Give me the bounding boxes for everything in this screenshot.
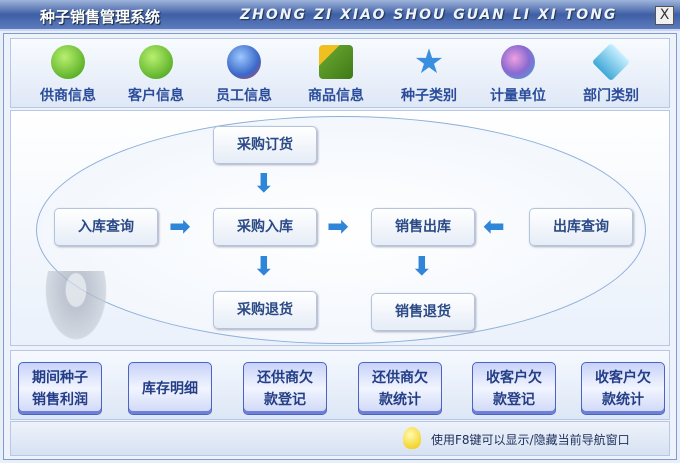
app-title: 种子销售管理系统 xyxy=(40,8,161,26)
sales-out-button[interactable]: 销售出库 xyxy=(371,208,475,246)
unit-icon xyxy=(501,45,535,79)
customer-receipt-register-button[interactable]: 收客户欠款登记 xyxy=(472,362,556,415)
lightbulb-icon xyxy=(403,427,421,449)
status-hint: 使用F8键可以显示/隐藏当前导航窗口 xyxy=(431,433,630,447)
customer-icon xyxy=(139,45,173,79)
arrow-down-icon: ⬇ xyxy=(253,169,275,199)
supplier-icon xyxy=(51,45,85,79)
department-icon xyxy=(591,42,631,82)
arrow-right-icon: ➡ xyxy=(327,212,349,242)
star-icon: ★ xyxy=(413,42,445,82)
title-bar: 种子销售管理系统 ZHONG ZI XIAO SHOU GUAN LI XI T… xyxy=(0,0,680,31)
period-seed-profit-button[interactable]: 期间种子销售利润 xyxy=(18,362,102,415)
employee-icon xyxy=(227,45,261,79)
customer-receipt-stats-button[interactable]: 收客户欠款统计 xyxy=(581,362,665,415)
report-buttons-panel: 期间种子销售利润 库存明细 还供商欠款登记 还供商欠款统计 收客户欠款登记 收客… xyxy=(10,350,670,420)
toolbar-seed-category[interactable]: ★种子类别 xyxy=(401,42,457,104)
product-icon xyxy=(319,45,353,79)
person-illustration xyxy=(41,271,111,345)
status-bar: 使用F8键可以显示/隐藏当前导航窗口 xyxy=(10,421,670,456)
close-button[interactable]: X xyxy=(655,6,674,25)
toolbar-unit[interactable]: 计量单位 xyxy=(478,45,558,105)
arrow-down-icon: ⬇ xyxy=(411,252,433,282)
supplier-payment-stats-button[interactable]: 还供商欠款统计 xyxy=(358,362,442,415)
supplier-payment-register-button[interactable]: 还供商欠款登记 xyxy=(243,362,327,415)
arrow-down-icon: ⬇ xyxy=(253,252,275,282)
toolbar-product-info[interactable]: 商品信息 xyxy=(296,45,376,105)
arrow-right-icon: ➡ xyxy=(169,212,191,242)
purchase-return-button[interactable]: 采购退货 xyxy=(213,291,317,329)
arrow-left-icon: ⬅ xyxy=(483,212,505,242)
inventory-detail-button[interactable]: 库存明细 xyxy=(128,362,212,415)
toolbar: 供商信息 客户信息 员工信息 商品信息 ★种子类别 计量单位 部门类别 xyxy=(10,38,670,108)
toolbar-employee-info[interactable]: 员工信息 xyxy=(204,45,284,105)
toolbar-customer-info[interactable]: 客户信息 xyxy=(116,45,196,105)
stock-out-query-button[interactable]: 出库查询 xyxy=(529,208,633,246)
toolbar-department-category[interactable]: 部门类别 xyxy=(571,42,651,105)
stock-in-query-button[interactable]: 入库查询 xyxy=(54,208,158,246)
toolbar-supplier-info[interactable]: 供商信息 xyxy=(28,45,108,105)
app-subtitle: ZHONG ZI XIAO SHOU GUAN LI XI TONG xyxy=(240,7,618,23)
sales-return-button[interactable]: 销售退货 xyxy=(371,293,475,331)
purchase-order-button[interactable]: 采购订货 xyxy=(213,126,317,164)
flow-panel: 采购订货 入库查询 采购入库 销售出库 出库查询 采购退货 销售退货 ⬇ ➡ ➡… xyxy=(10,110,670,346)
purchase-in-button[interactable]: 采购入库 xyxy=(213,208,317,246)
